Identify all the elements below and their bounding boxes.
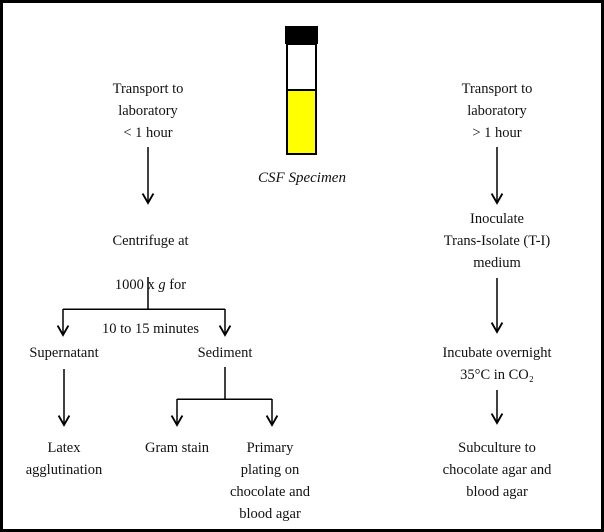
node-transport-gt-1hr: Transport to laboratory > 1 hour [461, 81, 533, 141]
node-latex-agglutination: Latex agglutination [25, 440, 103, 478]
centrifuge-line2-g: g [158, 277, 166, 293]
specimen-tube-body [286, 43, 317, 155]
specimen-label: CSF Specimen [258, 170, 346, 186]
centrifuge-line3: 10 to 15 minutes [101, 321, 200, 337]
centrifuge-line2-pre: 1000 x [114, 277, 159, 293]
node-inoculate-ti-medium: Inoculate Trans-Isolate (T-I) medium [443, 211, 551, 271]
specimen-tube-fluid [288, 89, 315, 153]
node-transport-lt-1hr: Transport to laboratory < 1 hour [112, 81, 184, 141]
node-supernatant: Supernatant [29, 345, 99, 361]
centrifuge-line2-post: for [165, 277, 187, 293]
node-sediment: Sediment [197, 345, 253, 361]
centrifuge-line1: Centrifuge at [112, 233, 189, 249]
node-primary-plating: Primary plating on chocolate and blood a… [229, 440, 311, 522]
node-gram-stain: Gram stain [144, 440, 210, 456]
node-centrifuge: Centrifuge at 1000 x g for 10 to 15 minu… [58, 208, 243, 340]
node-subculture: Subculture to chocolate agar and blood a… [442, 440, 552, 500]
specimen-tube-cap [285, 26, 318, 44]
node-incubate-overnight: Incubate overnight 35°C in CO₂ [442, 345, 552, 383]
